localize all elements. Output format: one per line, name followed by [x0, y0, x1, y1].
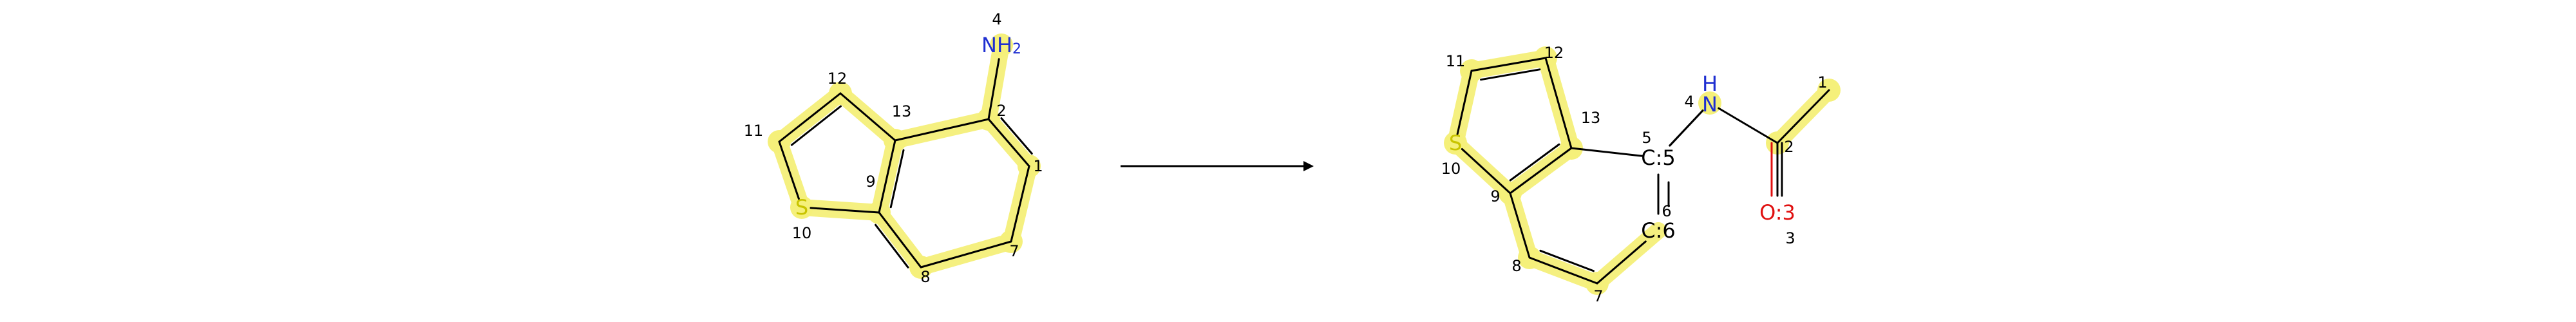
reactant-atom-number: 10 — [792, 224, 812, 242]
product-atom-number: 11 — [1446, 52, 1466, 70]
product-bond — [1718, 107, 1779, 144]
reactant-bond — [778, 140, 800, 200]
reactant-double-bond — [1000, 117, 1033, 155]
reactant-bond — [778, 92, 842, 143]
product-atom-number: 5 — [1642, 129, 1651, 147]
reactant-atom-number: 8 — [920, 268, 930, 286]
reactant-double-bond — [875, 223, 909, 269]
product-double-bond — [1480, 68, 1541, 81]
reactant-atom-number: 13 — [892, 102, 912, 120]
atom-highlight — [790, 196, 813, 219]
product-double-bond — [1539, 249, 1595, 272]
product-atom-number: 13 — [1581, 109, 1601, 127]
reactant-atom-number: 1 — [1033, 157, 1043, 175]
reactant-atom-number: 4 — [992, 10, 1001, 28]
product-bond — [1570, 147, 1643, 157]
product-double-bond — [1509, 143, 1560, 182]
product-amide-nitrogen: N — [1702, 92, 1718, 117]
product-bond — [1776, 89, 1830, 144]
product-bond — [1528, 256, 1598, 285]
reactant-bond — [1010, 165, 1030, 243]
reactant-atom-number: 12 — [828, 70, 848, 88]
product-bond — [1461, 147, 1511, 194]
reactant-atom-number: 11 — [744, 122, 764, 140]
reactant-bond — [920, 240, 1012, 269]
reactant-bond — [839, 92, 896, 142]
atom-highlight — [1698, 91, 1721, 115]
reactant-double-bond — [790, 105, 842, 146]
product-bond — [1509, 147, 1573, 194]
reactant-bond — [810, 207, 880, 214]
product-bond — [1669, 109, 1704, 147]
product-bond — [1509, 192, 1531, 259]
product-amide-hydrogen: H — [1702, 71, 1718, 96]
product-atom-number: 6 — [1662, 202, 1671, 220]
product-atom-number: 12 — [1544, 44, 1564, 62]
product-atom-number: 1 — [1817, 73, 1827, 91]
product-mapped-carbon: C:5 — [1641, 146, 1675, 170]
product-atom-number: 2 — [1784, 138, 1794, 156]
product-atom-number: 7 — [1593, 287, 1603, 305]
reactant-sulfur-atom: S — [795, 195, 808, 220]
product-bond — [1470, 57, 1547, 72]
bond-layer — [778, 57, 1830, 285]
reactant-double-bond — [889, 149, 905, 209]
reaction-arrow — [1121, 161, 1314, 171]
label-layer: 124NH278910S111213123O:34HN5C:56C:678910… — [744, 10, 1828, 305]
product-atom-number: 9 — [1490, 187, 1500, 205]
reactant-bond — [987, 58, 1000, 120]
product-bond — [1544, 57, 1573, 149]
reactant-amine-group: NH2 — [981, 33, 1021, 57]
reaction-arrow-head — [1303, 161, 1314, 171]
product-atom-number: 4 — [1684, 93, 1694, 111]
reactant-atom-number: 7 — [1009, 242, 1019, 260]
product-atom-number: 8 — [1511, 257, 1521, 275]
product-bond — [1456, 70, 1473, 135]
product-atom-number: 3 — [1785, 229, 1795, 247]
reactant-bond — [878, 139, 896, 214]
reactant-atom-number: 2 — [996, 102, 1006, 120]
product-carbonyl-oxygen: O:3 — [1759, 200, 1795, 225]
product-bond — [1596, 240, 1647, 285]
product-atom-number: 10 — [1441, 160, 1461, 178]
product-mapped-carbon: C:6 — [1641, 218, 1675, 243]
reactant-atom-number: 9 — [866, 173, 875, 191]
reactant-bond — [894, 118, 990, 142]
product-sulfur-atom: S — [1449, 131, 1462, 155]
reactant-bond — [987, 118, 1030, 167]
atom-highlight — [990, 33, 1013, 57]
reactant-bond — [878, 211, 922, 269]
